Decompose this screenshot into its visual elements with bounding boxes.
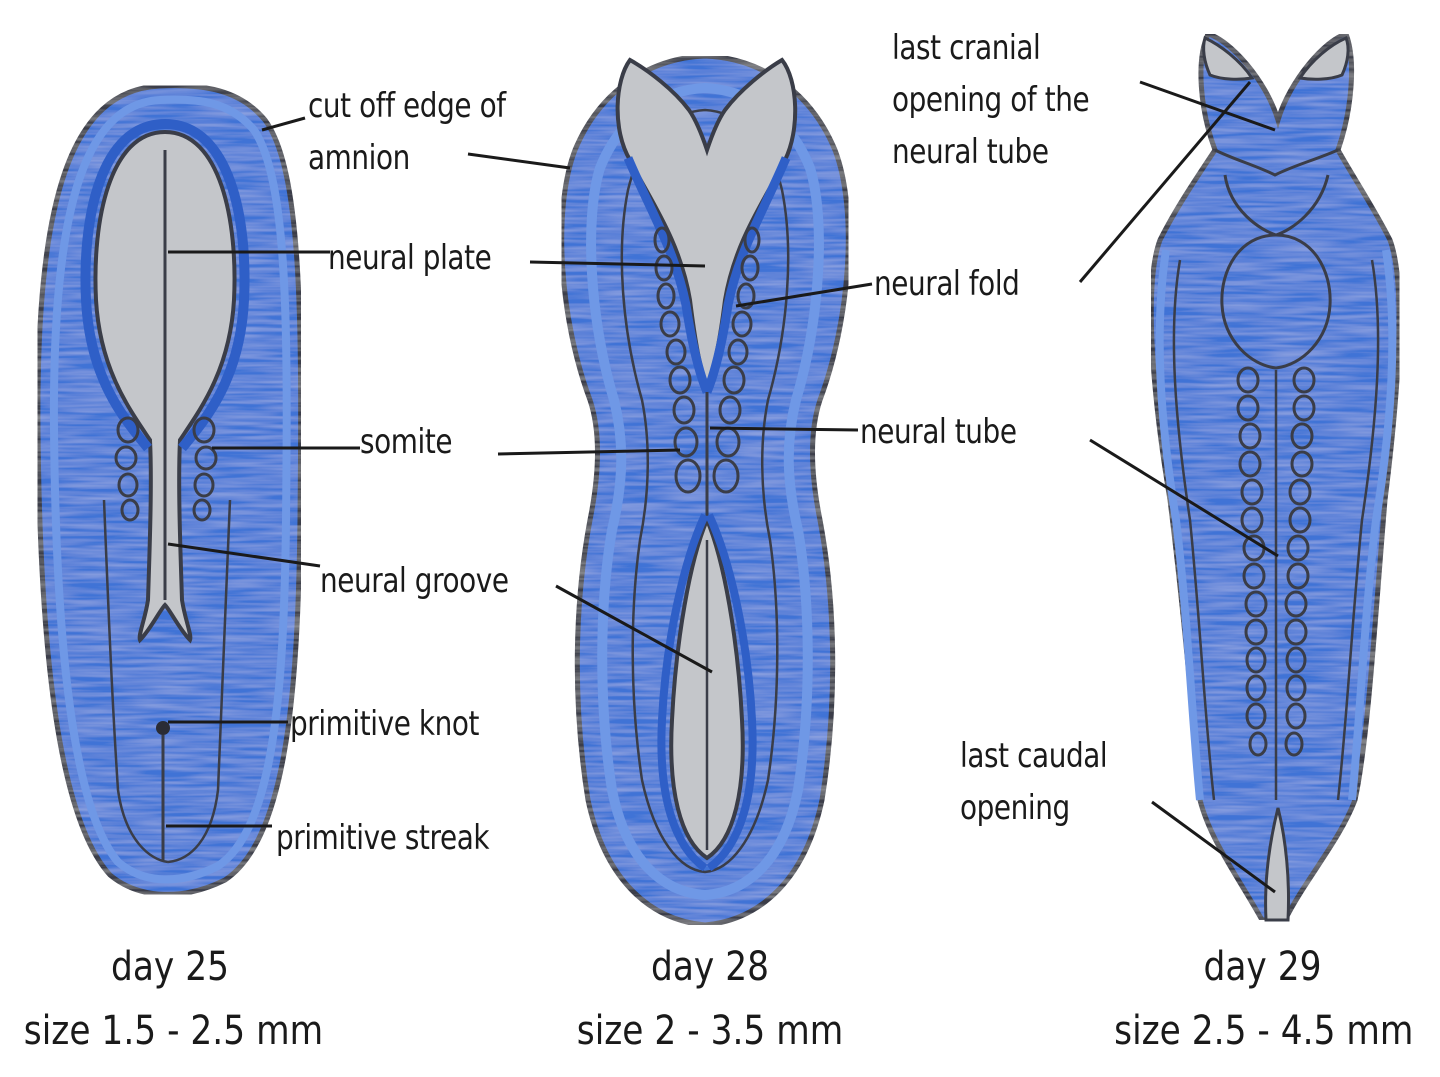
somites-28: [653, 226, 761, 494]
leader-amnion-28: [467, 152, 571, 170]
label-caudal-opening: last caudal opening: [960, 730, 1108, 834]
leader-neural-fold: [735, 282, 873, 308]
caption-day-25-day: day 25: [111, 944, 229, 990]
leader-lines: [166, 80, 1279, 894]
caption-day-28-day: day 28: [651, 944, 769, 990]
label-cranial-opening: last cranial opening of the neural tube: [892, 22, 1090, 178]
embryo-25-inner-outline: [102, 499, 232, 864]
label-cranial-line-3: neural tube: [892, 132, 1049, 172]
label-amnion-line-2: amnion: [308, 138, 410, 178]
amnion-edge-25: [49, 95, 291, 884]
label-neural-groove: neural groove: [320, 561, 509, 601]
embryo-28-layer: [586, 82, 824, 901]
leader-cranial-opening-b: [1078, 81, 1252, 283]
caption-day-29-size: size 2.5 - 4.5 mm: [1114, 1008, 1414, 1054]
label-cranial-line-1: last cranial: [892, 28, 1041, 68]
leader-neural-tube-29: [1089, 438, 1279, 558]
label-primitive-streak: primitive streak: [276, 818, 490, 858]
leader-cranial-opening-a: [1139, 80, 1276, 132]
neural-fold-28: [623, 156, 791, 394]
label-neural-plate: neural plate: [328, 238, 492, 278]
label-neural-fold: neural fold: [874, 264, 1020, 304]
caption-day-28: day 28 size 2 - 3.5 mm: [560, 935, 861, 1063]
leader-amnion-25: [261, 116, 306, 132]
caption-day-29: day 29 size 2.5 - 4.5 mm: [1114, 935, 1414, 1063]
caption-day-25-size: size 1.5 - 2.5 mm: [23, 1008, 324, 1054]
caption-day-25: day 25 size 1.5 - 2.5 mm: [23, 935, 324, 1063]
caudal-opening: [1264, 807, 1291, 922]
label-amnion-line-1: cut off edge of: [308, 86, 506, 126]
label-caudal-line-2: opening: [960, 788, 1070, 828]
embryo-day-28: [559, 53, 851, 928]
leader-neural-groove-25: [167, 542, 321, 568]
neural-fold-25: [80, 119, 250, 452]
brain-vesicle: [1220, 233, 1332, 370]
caption-day-28-size: size 2 - 3.5 mm: [576, 1008, 844, 1054]
label-neural-tube: neural tube: [860, 412, 1017, 452]
somites-29: [1236, 366, 1316, 757]
leader-neural-tube-28: [709, 426, 859, 432]
somites-25: [114, 416, 218, 522]
leader-neural-plate-28: [529, 260, 706, 268]
label-cranial-line-2: opening of the: [892, 80, 1090, 120]
leader-neural-groove-28: [555, 584, 713, 674]
cranial-opening-left: [1202, 35, 1255, 81]
label-primitive-knot: primitive knot: [290, 704, 480, 744]
embryo-day-29: [1148, 30, 1402, 923]
cranial-opening-right: [1297, 36, 1350, 81]
leader-caudal-opening: [1151, 800, 1276, 894]
caption-day-29-day: day 29: [1203, 944, 1322, 990]
label-caudal-line-1: last caudal: [960, 736, 1108, 776]
primitive-knot-dot: [156, 721, 170, 735]
label-somite: somite: [360, 422, 453, 462]
label-amnion: cut off edge of amnion: [308, 80, 506, 184]
embryo-day-25: [35, 83, 304, 897]
leader-somite-28: [497, 448, 681, 456]
